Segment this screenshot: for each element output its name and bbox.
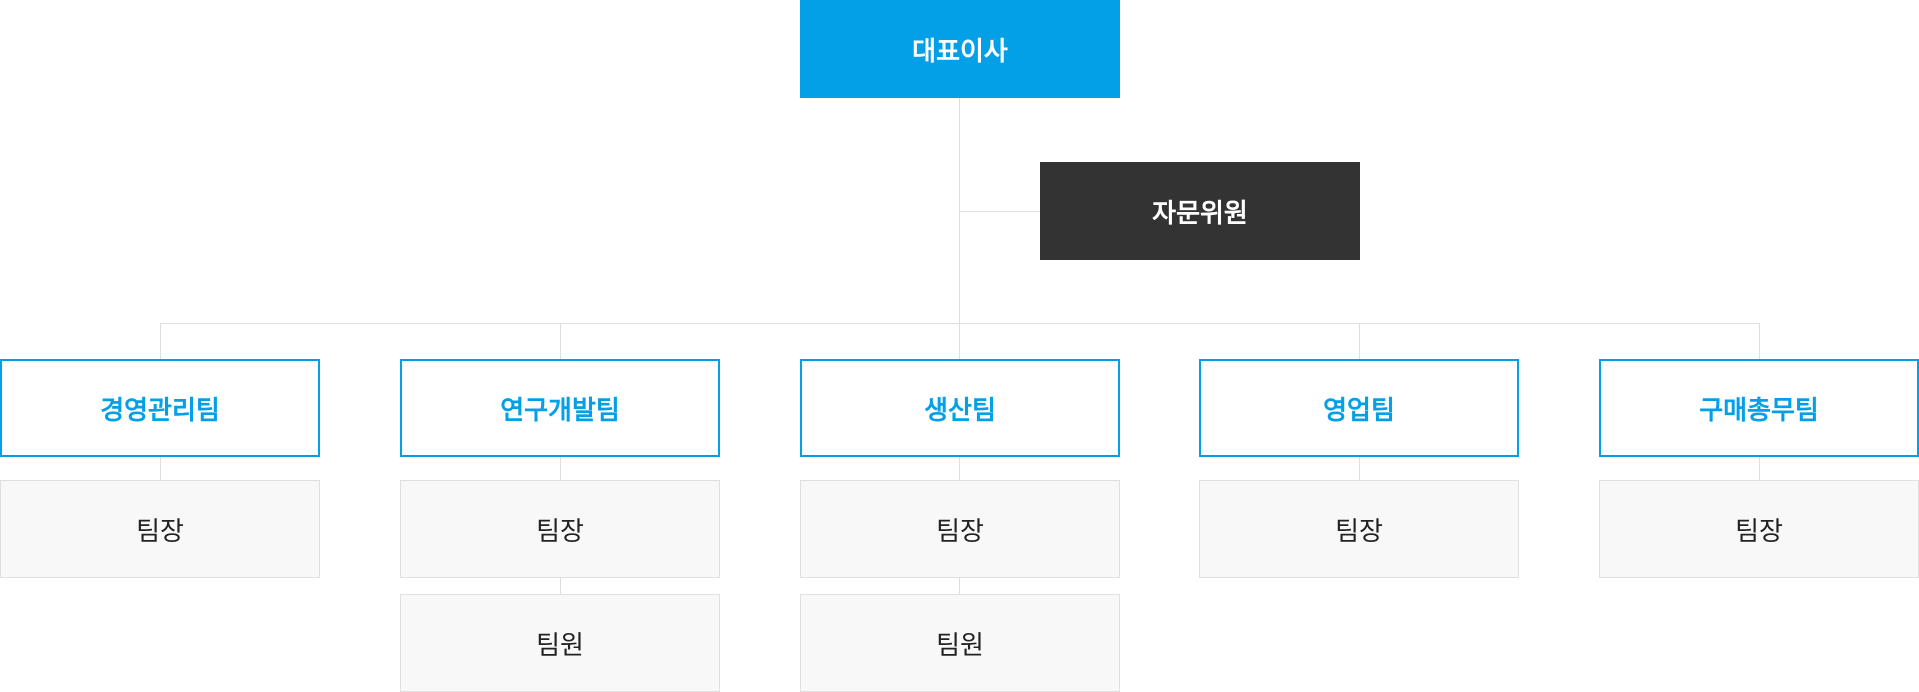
connector-team-bus: [160, 323, 1760, 324]
team-box-management: 경영관리팀: [0, 359, 320, 457]
role-box-leader: 팀장: [1199, 480, 1519, 578]
connector-role-member: [560, 577, 561, 595]
connector-role: [959, 456, 960, 481]
connector-team-drop: [560, 323, 561, 360]
role-box-leader: 팀장: [0, 480, 320, 578]
connector-team-drop: [1759, 323, 1760, 360]
team-label: 경영관리팀: [100, 395, 220, 426]
role-box-leader: 팀장: [1599, 480, 1919, 578]
team-label: 영업팀: [1323, 395, 1395, 426]
team-box-sales: 영업팀: [1199, 359, 1519, 457]
role-label: 팀장: [536, 516, 584, 547]
connector-ceo-trunk: [959, 98, 960, 360]
advisor-label: 자문위원: [1152, 198, 1248, 229]
role-box-member: 팀원: [400, 594, 720, 692]
team-box-purchasing: 구매총무팀: [1599, 359, 1919, 457]
ceo-box: 대표이사: [800, 0, 1120, 98]
role-label: 팀장: [1735, 516, 1783, 547]
role-box-member: 팀원: [800, 594, 1120, 692]
role-label: 팀장: [136, 516, 184, 547]
role-label: 팀원: [936, 630, 984, 661]
connector-role: [1359, 456, 1360, 481]
advisor-box: 자문위원: [1040, 162, 1360, 260]
team-label: 구매총무팀: [1699, 395, 1819, 426]
ceo-label: 대표이사: [912, 36, 1008, 67]
role-box-leader: 팀장: [800, 480, 1120, 578]
team-label: 생산팀: [924, 395, 996, 426]
connector-advisor: [959, 211, 1040, 212]
connector-team-drop: [160, 323, 161, 360]
role-box-leader: 팀장: [400, 480, 720, 578]
team-label: 연구개발팀: [500, 395, 620, 426]
connector-role: [160, 456, 161, 481]
role-label: 팀원: [536, 630, 584, 661]
connector-role: [560, 456, 561, 481]
connector-role: [1759, 456, 1760, 481]
connector-role-member: [959, 577, 960, 595]
connector-team-drop: [1359, 323, 1360, 360]
team-box-production: 생산팀: [800, 359, 1120, 457]
role-label: 팀장: [1335, 516, 1383, 547]
role-label: 팀장: [936, 516, 984, 547]
team-box-rnd: 연구개발팀: [400, 359, 720, 457]
